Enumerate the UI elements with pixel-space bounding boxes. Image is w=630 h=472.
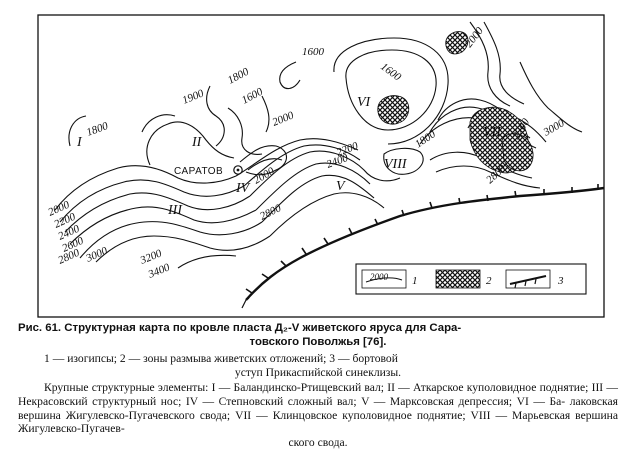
- erosion-zone-top: [445, 31, 469, 55]
- caption-elements-line-2: II — Аткарское куполовидное поднятие; II…: [18, 381, 618, 408]
- city-label-saratov: САРАТОВ: [174, 166, 223, 177]
- iso-label: 1800: [226, 65, 251, 86]
- map-border: [37, 14, 605, 318]
- iso-label: 2000: [252, 165, 277, 187]
- precaspian-ledge: [241, 184, 605, 309]
- isolines-east: [333, 21, 583, 189]
- erosion-zone-vii-b: [501, 133, 534, 172]
- legend-num-3: 3: [557, 275, 564, 287]
- iso-label: 1900: [181, 87, 206, 107]
- structure-label-viii: VIII: [384, 157, 408, 172]
- iso-label: 1600: [240, 85, 266, 106]
- legend-sample-value: 2000: [370, 272, 389, 282]
- iso-label: 1800: [85, 120, 110, 139]
- caption-title: Рис. 61. Структурная карта по кровле пла…: [18, 322, 618, 349]
- structure-label-vi: VI: [357, 95, 372, 110]
- caption-elements-line-4: лаковская вершина Жигулевско-Пугачевског…: [18, 394, 618, 422]
- caption-elements-line-1: Крупные структурные элементы: I — Баланд…: [44, 381, 384, 395]
- caption-elements-line-3: нос; IV — Степновский сложный вал; V — М…: [160, 394, 566, 408]
- legend-hatch-swatch: [435, 269, 481, 289]
- structure-label-iii: III: [167, 203, 183, 218]
- legend-num-1: 1: [412, 275, 418, 287]
- figure-caption: Рис. 61. Структурная карта по кровле пла…: [18, 322, 618, 449]
- structure-label-vii: VII: [483, 125, 502, 140]
- iso-label: 2000: [271, 109, 296, 129]
- iso-label: 2800: [56, 247, 81, 267]
- caption-elements: Крупные структурные элементы: I — Баланд…: [18, 381, 618, 449]
- isolines-west: [54, 61, 301, 269]
- structural-map: САРАТОВ 1600 1800 1600 1900 1800 2000 22…: [37, 14, 605, 318]
- structure-label-iv: IV: [235, 181, 251, 196]
- saratov-marker: [233, 165, 243, 175]
- caption-elements-line-5: куполовидное поднятие; VIII — Марьевская…: [18, 408, 619, 436]
- caption-legend-line-1: 1 — изогипсы; 2 — зоны размыва живетских…: [44, 352, 398, 366]
- iso-label: 2000: [463, 25, 486, 50]
- iso-label: 1600: [378, 61, 403, 84]
- structure-label-v: V: [336, 179, 346, 194]
- legend-num-2: 2: [486, 275, 492, 287]
- structure-label-i: I: [76, 135, 83, 150]
- caption-elements-line-6: ского свода.: [288, 435, 348, 449]
- iso-label: 2800: [258, 202, 283, 223]
- erosion-zones: [377, 31, 534, 174]
- structure-label-ii: II: [191, 135, 203, 150]
- iso-label: 3400: [146, 261, 172, 281]
- isolines-central: [235, 138, 401, 237]
- legend: 2000 1 2 3: [355, 263, 587, 295]
- caption-title-line-2: товского Поволжья [76].: [249, 335, 387, 348]
- iso-label: 1600: [302, 46, 325, 58]
- iso-label: 1800: [413, 128, 438, 151]
- caption-legend: 1 — изогипсы; 2 — зоны размыва живетских…: [18, 352, 618, 379]
- caption-legend-line-2: уступ Прикаспийской синеклизы.: [234, 365, 402, 379]
- caption-title-line-1: Рис. 61. Структурная карта по кровле пла…: [18, 322, 462, 334]
- structure-labels: I II III IV V VI VII VIII: [76, 95, 502, 218]
- erosion-zone-vi: [377, 95, 410, 125]
